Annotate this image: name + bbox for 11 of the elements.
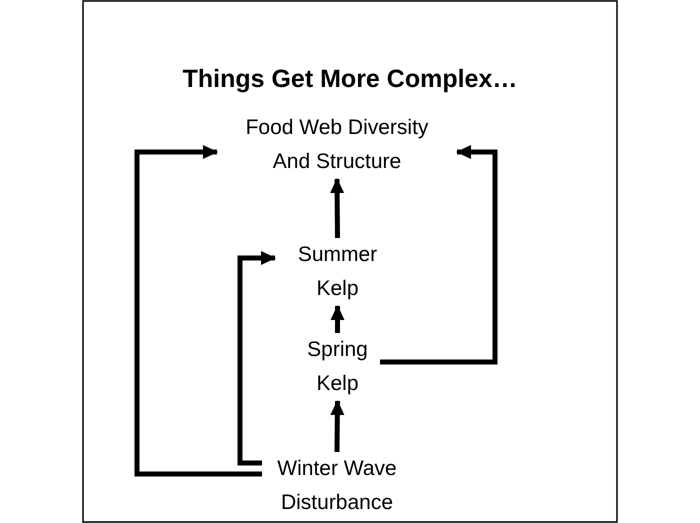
arrow [380, 145, 498, 364]
node-label: Winter Wave Disturbance [276, 456, 398, 516]
node-label: Summer Kelp [296, 242, 378, 302]
arrow [134, 145, 262, 476]
node-label: Spring Kelp [306, 337, 369, 397]
slide-title: Things Get More Complex… [182, 64, 518, 95]
arrow [238, 251, 276, 466]
arrow [330, 400, 344, 452]
arrow [330, 305, 344, 333]
node-label: Food Web Diversity And Structure [244, 115, 430, 175]
arrow [330, 178, 344, 238]
